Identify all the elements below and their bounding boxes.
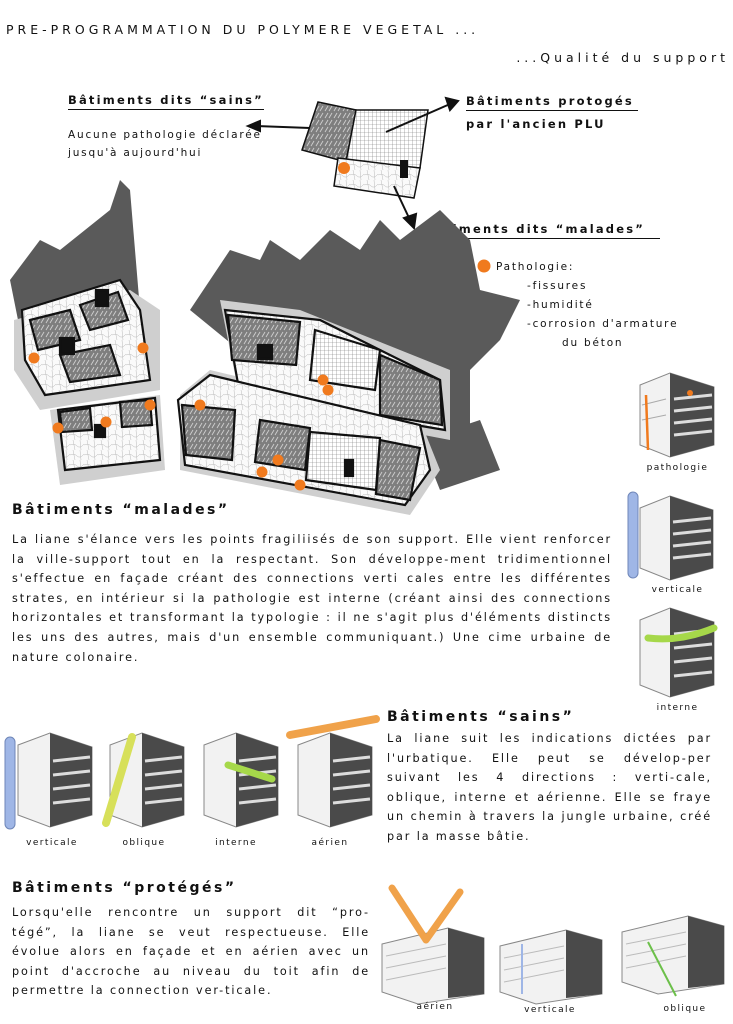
caption-sains-interne: interne — [215, 838, 257, 848]
proteges-aerien — [381, 884, 485, 1005]
pathology-item-fissures: -fissures — [527, 280, 588, 292]
label-sains: Bâtiments dits “sains” — [68, 93, 264, 110]
text-malades: La liane s'élance vers les points fragil… — [12, 533, 612, 664]
legend-pathology-dot-key — [477, 259, 491, 273]
sains-aerien — [286, 715, 380, 828]
sains-interne — [203, 732, 279, 828]
caption-proteges-verticale: verticale — [524, 1005, 576, 1015]
pathology-item-corrosion: -corrosion d'armature — [527, 318, 679, 330]
legend-pathology-dot — [338, 162, 350, 174]
label-proteges-1: Bâtiments protogés — [466, 94, 638, 111]
block-nw — [20, 278, 152, 397]
label-malades: Bâtiments dits “malades” — [424, 222, 660, 239]
caption-sains-aerien: aérien — [311, 838, 349, 848]
sains-verticale — [4, 732, 93, 830]
building-malade-verticale — [627, 491, 714, 581]
building-malade-interne — [639, 607, 718, 698]
caption-verticale: verticale — [651, 585, 704, 595]
pathology-item-beton: du béton — [562, 337, 624, 349]
sains-desc-1: Aucune pathologie déclarée — [68, 129, 262, 141]
sains-desc-2: jusqu'à aujourd'hui — [68, 147, 203, 159]
text-sains: La liane suit les indications dictées pa… — [387, 732, 712, 843]
page-title: PRE-PROGRAMMATION DU POLYMERE VEGETAL ..… — [6, 22, 480, 37]
label-proteges-2: par l'ancien PLU — [466, 117, 606, 131]
heading-proteges: Bâtiments “protégés” — [12, 880, 237, 896]
page-subtitle: ...Qualité du support — [516, 50, 729, 65]
caption-sains-verticale: verticale — [26, 838, 78, 848]
legend-diagram — [245, 96, 491, 273]
pathology-item-humidite: -humidité — [527, 299, 594, 311]
proteges-oblique — [621, 915, 725, 997]
caption-proteges-aerien: aérien — [416, 1002, 454, 1012]
sains-building-row — [4, 715, 380, 830]
proteges-verticale — [499, 929, 603, 1005]
building-pathologie — [639, 372, 715, 458]
site-plan-map — [10, 180, 520, 515]
block-sw — [56, 396, 162, 472]
pathology-dots — [28, 342, 334, 491]
sains-oblique — [102, 732, 185, 828]
caption-proteges-oblique: oblique — [663, 1004, 707, 1014]
legend-block-malades — [333, 157, 421, 199]
block-se — [176, 373, 432, 507]
heading-malades: Bâtiments “malades” — [12, 502, 230, 518]
heading-sains: Bâtiments “sains” — [387, 709, 575, 725]
caption-interne: interne — [656, 703, 699, 713]
caption-pathologie: pathologie — [646, 463, 709, 473]
caption-sains-oblique: oblique — [122, 838, 166, 848]
proteges-building-row — [381, 884, 725, 1005]
text-proteges: Lorsqu'elle rencontre un support dit “pr… — [12, 906, 370, 998]
pathology-title: Pathologie: — [496, 261, 575, 273]
